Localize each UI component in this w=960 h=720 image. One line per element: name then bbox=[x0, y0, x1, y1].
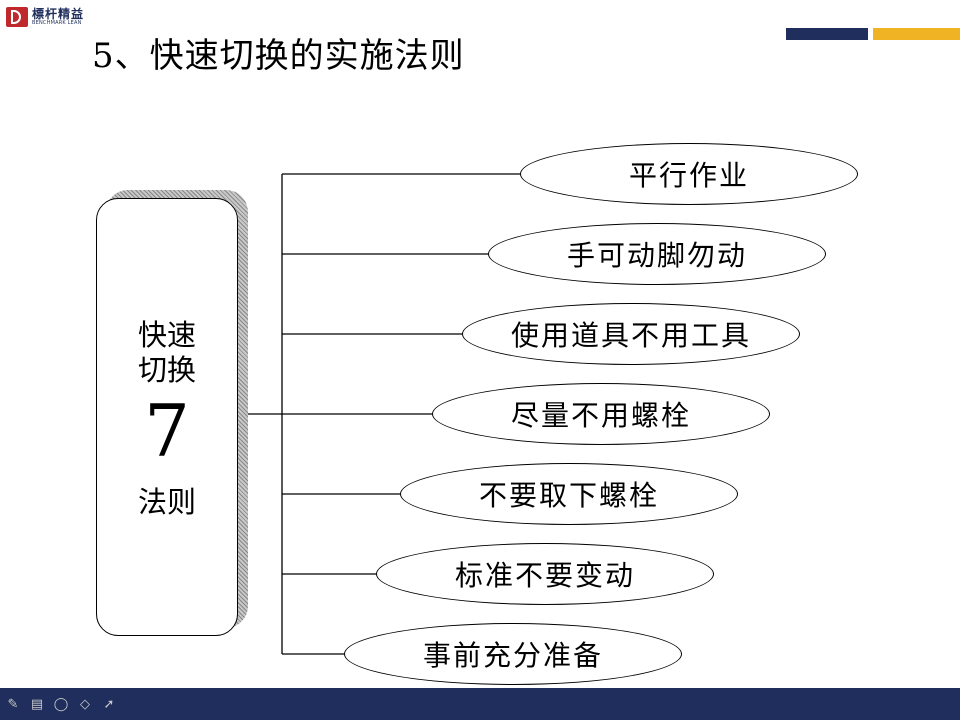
center-box: 快速 切换 7 法则 bbox=[96, 198, 238, 636]
rule-ellipse-2: 手可动脚勿动 bbox=[488, 223, 826, 285]
rule-ellipse-4: 尽量不用螺栓 bbox=[432, 383, 770, 445]
rule-ellipse-7: 事前充分准备 bbox=[344, 623, 682, 685]
center-number: 7 bbox=[144, 389, 190, 473]
logo: 標杆精益 BENCHMARK LEAN bbox=[6, 6, 118, 28]
rule-label-3: 使用道具不用工具 bbox=[510, 319, 751, 352]
eraser-icon[interactable]: ◇ bbox=[80, 696, 90, 712]
logo-text: 標杆精益 BENCHMARK LEAN bbox=[32, 8, 84, 26]
slideshow-toolbar: ✎ ▤ ◯ ◇ ➚ bbox=[4, 690, 118, 718]
rule-label-5: 不要取下螺栓 bbox=[478, 479, 659, 512]
lasso-icon[interactable]: ◯ bbox=[53, 696, 69, 712]
rule-label-7: 事前充分准备 bbox=[422, 639, 603, 672]
rule-label-6: 标准不要变动 bbox=[454, 559, 635, 592]
top-bar-gold bbox=[873, 28, 960, 40]
pen-icon[interactable]: ✎ bbox=[7, 696, 19, 712]
logo-cn: 標杆精益 bbox=[32, 7, 85, 21]
slide-icon[interactable]: ▤ bbox=[30, 696, 44, 712]
rule-ellipse-6: 标准不要变动 bbox=[376, 543, 714, 605]
pointer-icon[interactable]: ➚ bbox=[103, 696, 115, 712]
center-line-3: 法则 bbox=[137, 485, 196, 519]
rule-label-4: 尽量不用螺栓 bbox=[510, 399, 691, 432]
logo-mark-icon bbox=[6, 7, 28, 27]
center-line-1: 快速 bbox=[137, 318, 196, 352]
page-title: 5、快速切换的实施法则 bbox=[92, 36, 465, 76]
bottom-bar bbox=[0, 688, 960, 720]
center-line-2: 切换 bbox=[137, 353, 196, 387]
rule-ellipse-5: 不要取下螺栓 bbox=[400, 463, 738, 525]
logo-en: BENCHMARK LEAN bbox=[32, 20, 82, 26]
rule-label-1: 平行作业 bbox=[628, 159, 749, 192]
rule-ellipse-1: 平行作业 bbox=[520, 143, 858, 205]
rule-label-2: 手可动脚勿动 bbox=[566, 239, 747, 272]
top-bar-navy bbox=[786, 28, 868, 40]
rule-ellipse-3: 使用道具不用工具 bbox=[462, 303, 800, 365]
